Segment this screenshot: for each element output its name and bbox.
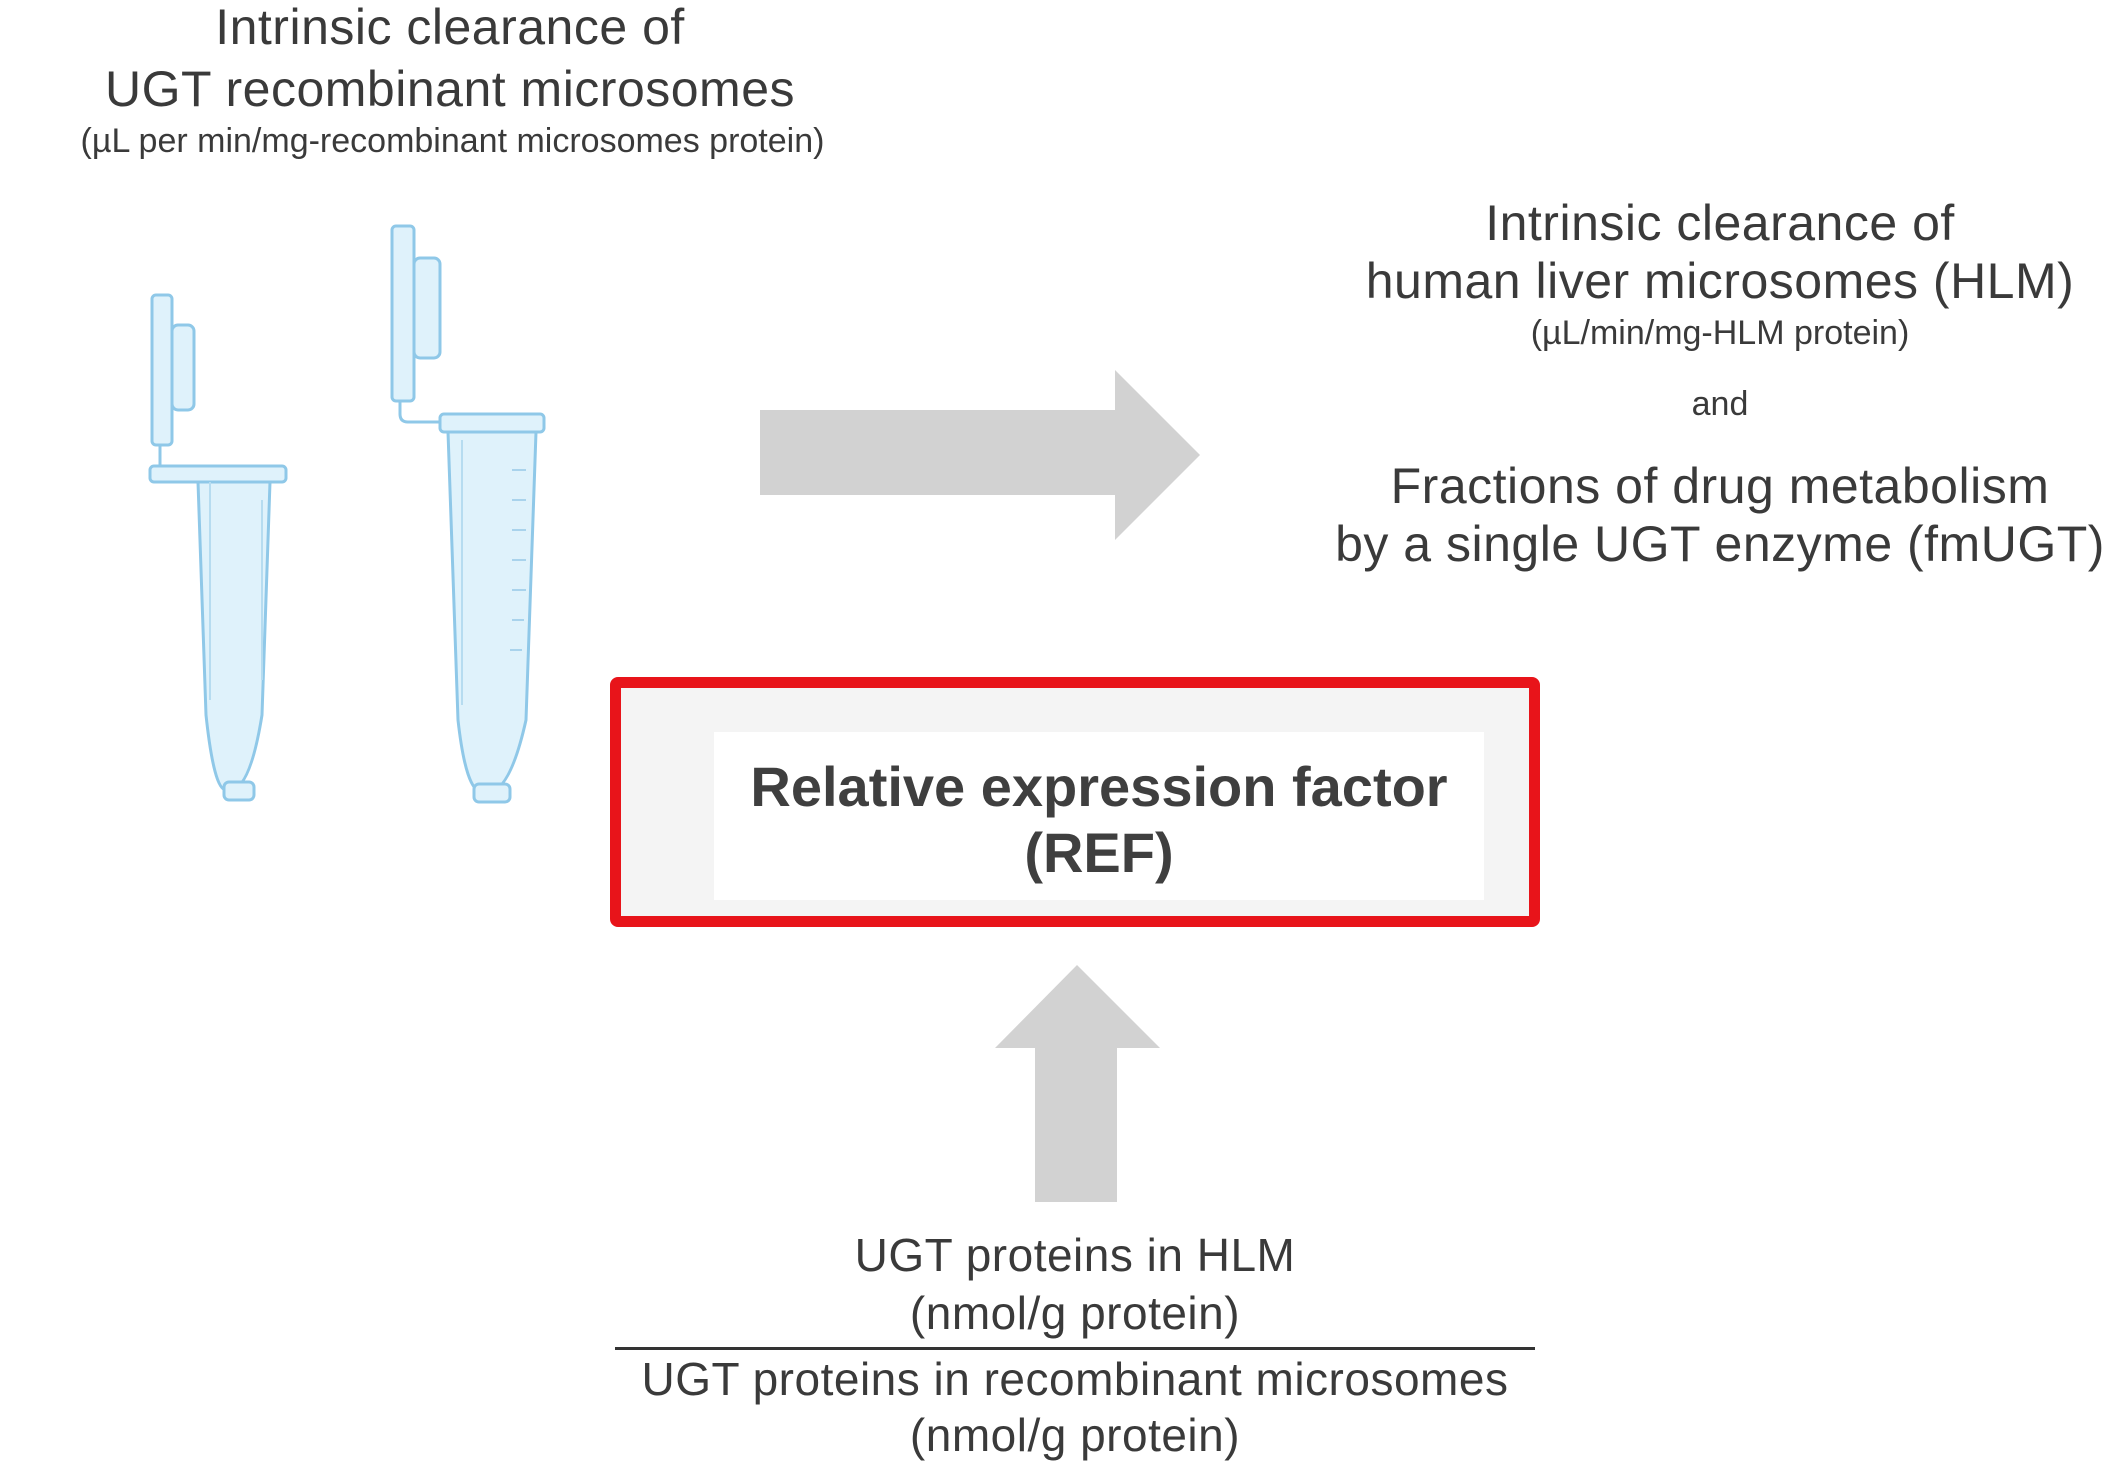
right-label-connector: and: [1691, 385, 1749, 423]
fraction-denominator-line2: (nmol/g protein): [909, 1409, 1241, 1461]
up-arrow-icon: [995, 965, 1160, 1202]
ref-box: Relative expression factor (REF): [610, 677, 1540, 927]
ref-inner-panel: Relative expression factor (REF): [714, 732, 1484, 900]
microcentrifuge-tubes-icon: [148, 224, 546, 804]
ref-title-line2: (REF): [1024, 821, 1174, 884]
tube-small-icon: [148, 293, 288, 802]
fraction-numerator-line2: (nmol/g protein): [909, 1287, 1241, 1339]
fraction-divider: [615, 1347, 1535, 1350]
right-label-unit: (µL/min/mg-HLM protein): [1530, 314, 1910, 352]
right-label-line2: human liver microsomes (HLM): [1365, 253, 2075, 309]
right-arrow-icon: [760, 370, 1200, 540]
tube-large-icon: [390, 224, 546, 804]
left-label-unit: (µL per min/mg-recombinant microsomes pr…: [80, 122, 825, 160]
fraction-denominator-line1: UGT proteins in recombinant microsomes: [641, 1353, 1509, 1405]
ref-title-line1: Relative expression factor: [750, 755, 1448, 818]
left-label-line1: Intrinsic clearance of: [215, 0, 685, 55]
fraction-numerator-line1: UGT proteins in HLM: [854, 1229, 1296, 1281]
right-label-line1: Intrinsic clearance of: [1485, 195, 1955, 251]
right-label-line3: Fractions of drug metabolism: [1390, 458, 2050, 514]
right-label-line4: by a single UGT enzyme (fmUGT): [1335, 516, 2105, 572]
ref-title: Relative expression factor (REF): [714, 754, 1484, 886]
left-label-line2: UGT recombinant microsomes: [104, 61, 796, 117]
